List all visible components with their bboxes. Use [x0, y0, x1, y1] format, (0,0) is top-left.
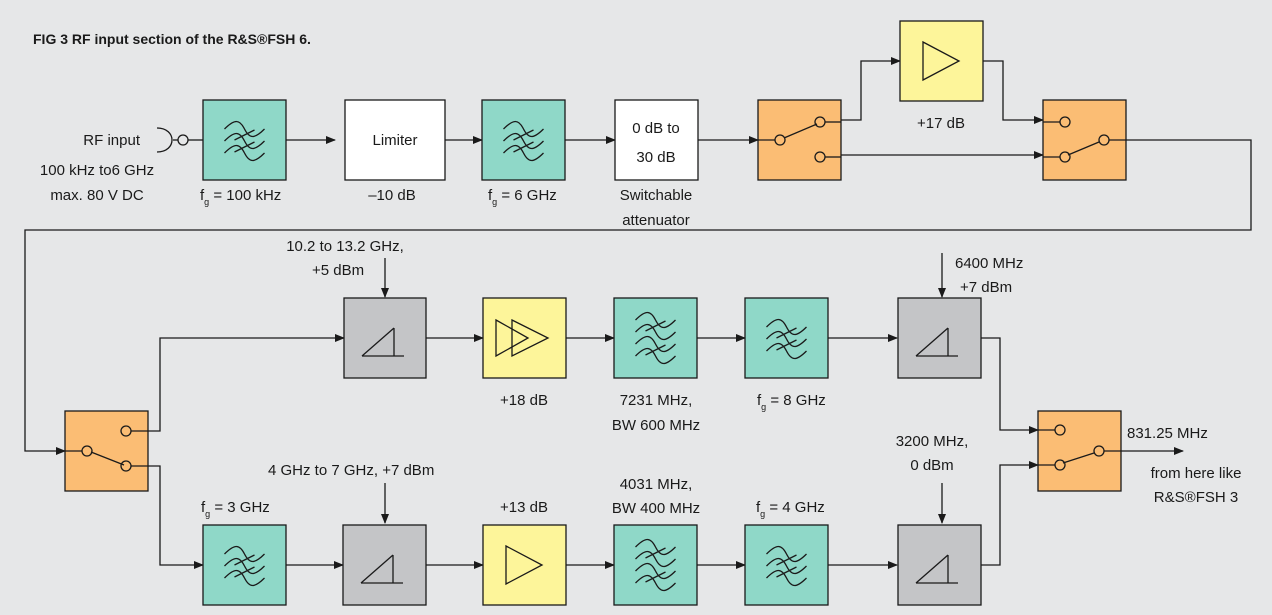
- band-select-switch: [64, 410, 149, 492]
- lowpass-filter-4ghz: [744, 524, 829, 606]
- lowpass-4-cutoff: fg = 3 GHz: [201, 499, 270, 519]
- limiter-loss: –10 dB: [368, 187, 416, 204]
- bandpass-filter-7231: [613, 297, 698, 379]
- bandpass-icon: [635, 311, 676, 365]
- bandpass-1-bandwidth: BW 600 MHz: [612, 417, 700, 434]
- lowpass-5-cutoff: fg = 4 GHz: [756, 499, 825, 519]
- output-switch: [1037, 410, 1122, 492]
- path-wires: [148, 253, 1184, 569]
- bandpass-2-center: 4031 MHz,: [620, 476, 693, 493]
- limiter-label: Limiter: [372, 132, 417, 149]
- lowpass-filter-6ghz: [481, 99, 566, 181]
- figure-title: FIG 3 RF input section of the R&S®FSH 6.: [33, 31, 311, 47]
- amplifier-icon: [495, 318, 550, 358]
- rf-input-label: RF input: [83, 132, 141, 149]
- bandpass-filter-4031: [613, 524, 698, 606]
- rf-max-voltage-label: max. 80 V DC: [50, 187, 144, 204]
- amplifier-18db: [482, 297, 567, 379]
- lowpass-icon: [766, 545, 807, 587]
- bandpass-1-center: 7231 MHz,: [620, 392, 693, 409]
- lowpass-filter-100khz: [202, 99, 287, 181]
- mixer-icon: [360, 554, 403, 584]
- amplifier-13db-gain: +13 dB: [500, 499, 548, 516]
- output-note-line1: from here like: [1151, 465, 1242, 482]
- bypass-switch-in: [757, 99, 842, 181]
- lowpass-icon: [766, 318, 807, 360]
- mixer-icon: [915, 327, 958, 357]
- amplifier-icon: [922, 40, 961, 82]
- lowpass-filter-8ghz: [744, 297, 829, 379]
- switch-icon: [65, 425, 148, 472]
- mixer-4: [897, 524, 982, 606]
- lowpass-filter-3ghz: [202, 524, 287, 606]
- mixer-icon: [915, 554, 958, 584]
- amplifier-13db: [482, 524, 567, 606]
- amplifier-17db: [899, 20, 984, 102]
- mixer-1-lo-line1: 10.2 to 13.2 GHz,: [286, 238, 404, 255]
- attenuator-caption-line2: attenuator: [622, 212, 690, 229]
- mixer-icon: [361, 327, 404, 357]
- mixer-4-lo-line2: 0 dBm: [910, 457, 953, 474]
- limiter-block: Limiter: [344, 99, 446, 181]
- lowpass-icon: [503, 120, 544, 162]
- mixer-4-lo-line1: 3200 MHz,: [896, 433, 969, 450]
- mixer-3-lo: 4 GHz to 7 GHz, +7 dBm: [268, 462, 434, 479]
- switch-icon: [1038, 424, 1121, 471]
- amplifier-18db-gain: +18 dB: [500, 392, 548, 409]
- lowpass-1-cutoff: fg = 100 kHz: [200, 187, 281, 207]
- mixer-2: [897, 297, 982, 379]
- attenuator-range-line2: 30 dB: [636, 149, 675, 166]
- attenuator-caption-line1: Switchable: [620, 187, 693, 204]
- attenuator-range-line1: 0 dB to: [632, 120, 680, 137]
- amplifier-icon: [505, 544, 544, 586]
- switchable-attenuator: 0 dB to 30 dB: [614, 99, 699, 181]
- lowpass-2-cutoff: fg = 6 GHz: [488, 187, 557, 207]
- bandpass-icon: [635, 538, 676, 592]
- output-frequency: 831.25 MHz: [1127, 425, 1208, 442]
- connector-icon: [177, 134, 189, 146]
- switch-icon: [1043, 116, 1126, 163]
- lowpass-icon: [224, 545, 265, 587]
- lowpass-3-cutoff: fg = 8 GHz: [757, 392, 826, 412]
- lowpass-icon: [224, 120, 265, 162]
- mixer-1: [343, 297, 427, 379]
- switch-icon: [758, 116, 841, 163]
- mixer-3: [342, 524, 427, 606]
- bypass-switch-out: [1042, 99, 1127, 181]
- rf-range-label: 100 kHz to6 GHz: [40, 162, 154, 179]
- rf-input-connector: [156, 127, 189, 153]
- mixer-2-lo-line2: +7 dBm: [960, 279, 1012, 296]
- mixer-1-lo-line2: +5 dBm: [312, 262, 364, 279]
- mixer-2-lo-line1: 6400 MHz: [955, 255, 1023, 272]
- amplifier-17db-gain: +17 dB: [917, 115, 965, 132]
- row1-wires: [24, 57, 1252, 455]
- output-note-line2: R&S®FSH 3: [1154, 489, 1238, 506]
- bandpass-2-bandwidth: BW 400 MHz: [612, 500, 700, 517]
